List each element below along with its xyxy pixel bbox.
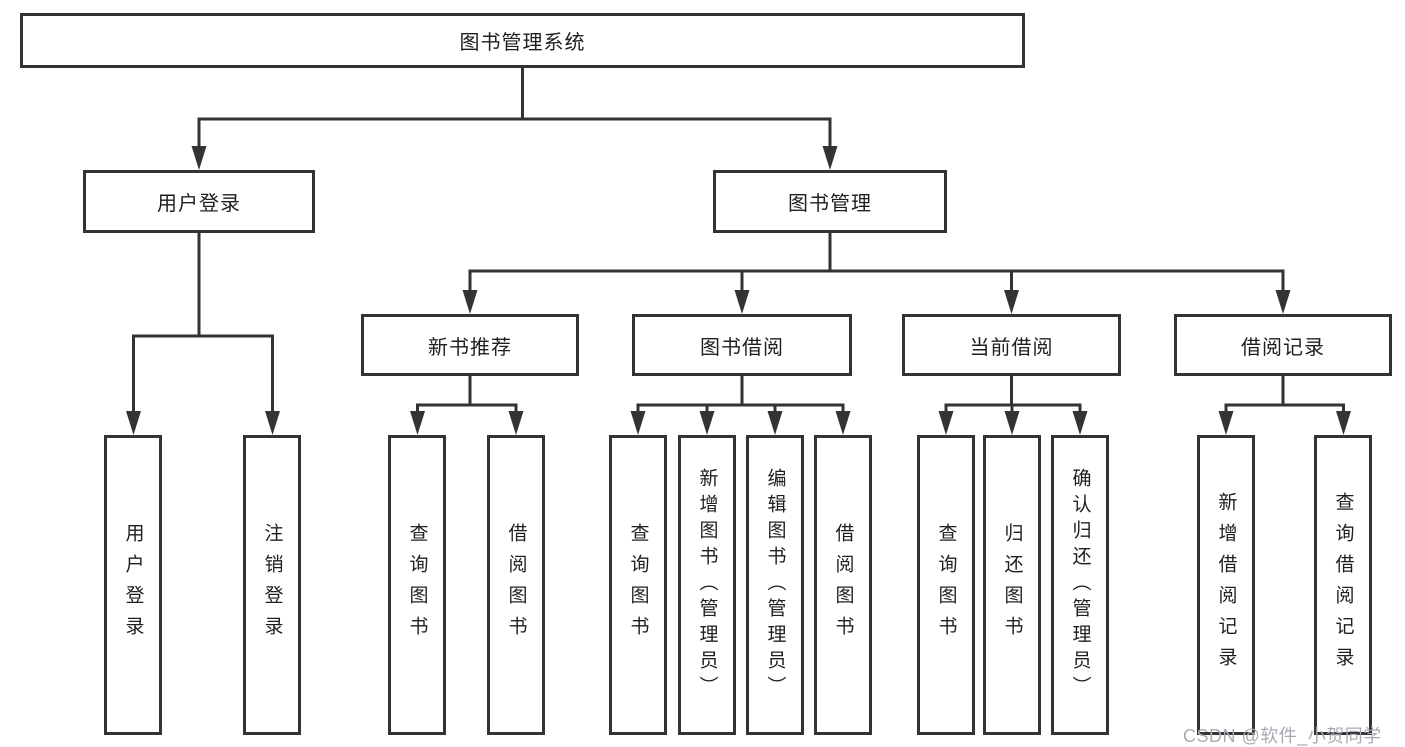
node-book-management: 图书管理 <box>713 170 947 233</box>
leaf-return-book-label: 归还图书 <box>1001 523 1023 647</box>
leaf-edit-book-admin-label: 编辑图书（管理员） <box>764 468 786 702</box>
leaf-borrow-query-book: 查询图书 <box>609 435 667 735</box>
leaf-add-book-admin: 新增图书（管理员） <box>678 435 736 735</box>
leaf-logout: 注销登录 <box>243 435 301 735</box>
node-current-borrow-label: 当前借阅 <box>969 336 1054 359</box>
leaf-user-login-label: 用户登录 <box>122 523 144 647</box>
leaf-borrow-query-book-label: 查询图书 <box>627 523 649 647</box>
node-book-borrow: 图书借阅 <box>632 314 852 376</box>
leaf-user-login: 用户登录 <box>104 435 162 735</box>
leaf-confirm-return-admin: 确认归还（管理员） <box>1051 435 1109 735</box>
leaf-add-borrow-record: 新增借阅记录 <box>1197 435 1255 735</box>
leaf-recommend-borrow-book-label: 借阅图书 <box>505 523 527 647</box>
leaf-logout-label: 注销登录 <box>261 523 283 647</box>
leaf-confirm-return-admin-label: 确认归还（管理员） <box>1069 468 1091 702</box>
node-borrow-records: 借阅记录 <box>1174 314 1392 376</box>
node-book-borrow-label: 图书借阅 <box>700 336 784 359</box>
node-new-book-recommend: 新书推荐 <box>361 314 579 376</box>
leaf-borrow-borrow-book: 借阅图书 <box>814 435 872 735</box>
leaf-edit-book-admin: 编辑图书（管理员） <box>746 435 804 735</box>
node-current-borrow: 当前借阅 <box>902 314 1121 376</box>
leaf-query-borrow-record-label: 查询借阅记录 <box>1332 492 1354 678</box>
node-borrow-records-label: 借阅记录 <box>1241 336 1325 359</box>
leaf-recommend-query-book-label: 查询图书 <box>406 523 428 647</box>
node-user-login-label: 用户登录 <box>157 193 241 215</box>
leaf-borrow-borrow-book-label: 借阅图书 <box>832 523 854 647</box>
node-root-system-label: 图书管理系统 <box>459 32 586 54</box>
leaf-current-query-book: 查询图书 <box>917 435 975 735</box>
node-root-system: 图书管理系统 <box>20 13 1025 68</box>
leaf-recommend-borrow-book: 借阅图书 <box>487 435 545 735</box>
leaf-add-book-admin-label: 新增图书（管理员） <box>696 468 718 702</box>
leaf-current-query-book-label: 查询图书 <box>935 523 957 647</box>
leaf-return-book: 归还图书 <box>983 435 1041 735</box>
node-user-login: 用户登录 <box>83 170 315 233</box>
node-book-management-label: 图书管理 <box>788 193 872 215</box>
csdn-watermark: CSDN @软件_小贺同学 <box>1183 726 1382 746</box>
leaf-recommend-query-book: 查询图书 <box>388 435 446 735</box>
node-new-book-recommend-label: 新书推荐 <box>428 336 512 359</box>
leaf-query-borrow-record: 查询借阅记录 <box>1314 435 1372 735</box>
leaf-add-borrow-record-label: 新增借阅记录 <box>1215 492 1237 678</box>
